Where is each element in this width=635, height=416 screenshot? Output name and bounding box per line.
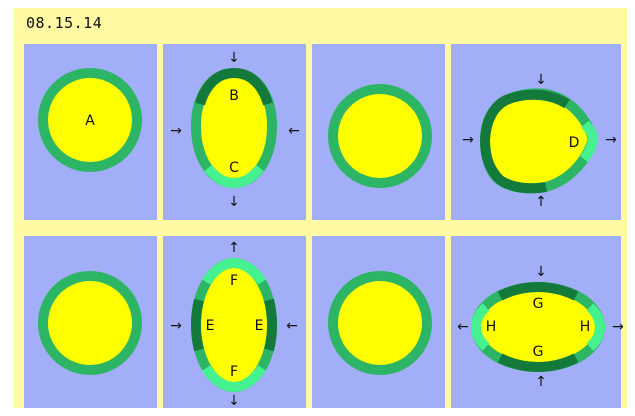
circle-a (38, 68, 142, 172)
arrow-up-icon: ↑ (228, 240, 240, 256)
arrow-down-icon: ↓ (228, 393, 240, 409)
diagram-title: 08.15.14 (26, 14, 103, 32)
arrow-left-icon: ← (457, 319, 469, 335)
tall-ellipse-ef (191, 257, 277, 393)
arrow-right-icon: → (170, 318, 182, 334)
egg-shape-d (479, 88, 599, 194)
label-g-top: G (533, 296, 544, 312)
arrow-up-icon: ↑ (535, 374, 547, 390)
label-h-left: H (486, 319, 497, 335)
arrow-down-icon: ↓ (535, 264, 547, 280)
label-c: C (229, 160, 239, 176)
label-a: A (85, 113, 95, 129)
wide-ellipse-gh (470, 281, 606, 373)
label-g-bottom: G (533, 344, 544, 360)
label-e-left: E (206, 318, 215, 334)
circle-plain-3 (328, 271, 432, 375)
arrow-down-icon: ↓ (228, 50, 240, 66)
label-f-bottom: F (230, 364, 238, 380)
arrow-up-icon: ↑ (535, 194, 547, 210)
arrow-left-icon: ← (288, 123, 300, 139)
label-d: D (569, 135, 580, 151)
arrow-right-icon: → (170, 123, 182, 139)
arrow-right-icon: → (462, 132, 474, 148)
circle-plain-2 (38, 271, 142, 375)
arrow-down-icon: ↓ (535, 72, 547, 88)
label-b: B (229, 88, 239, 104)
arrow-right-icon: → (605, 132, 617, 148)
arrow-left-icon: ← (286, 318, 298, 334)
arrow-down-icon: ↓ (228, 194, 240, 210)
label-h-right: H (580, 319, 591, 335)
arrow-right-icon: → (612, 319, 624, 335)
label-f-top: F (230, 273, 238, 289)
label-e-right: E (255, 318, 264, 334)
circle-plain-1 (328, 84, 432, 188)
tall-oval-bc (190, 67, 278, 189)
